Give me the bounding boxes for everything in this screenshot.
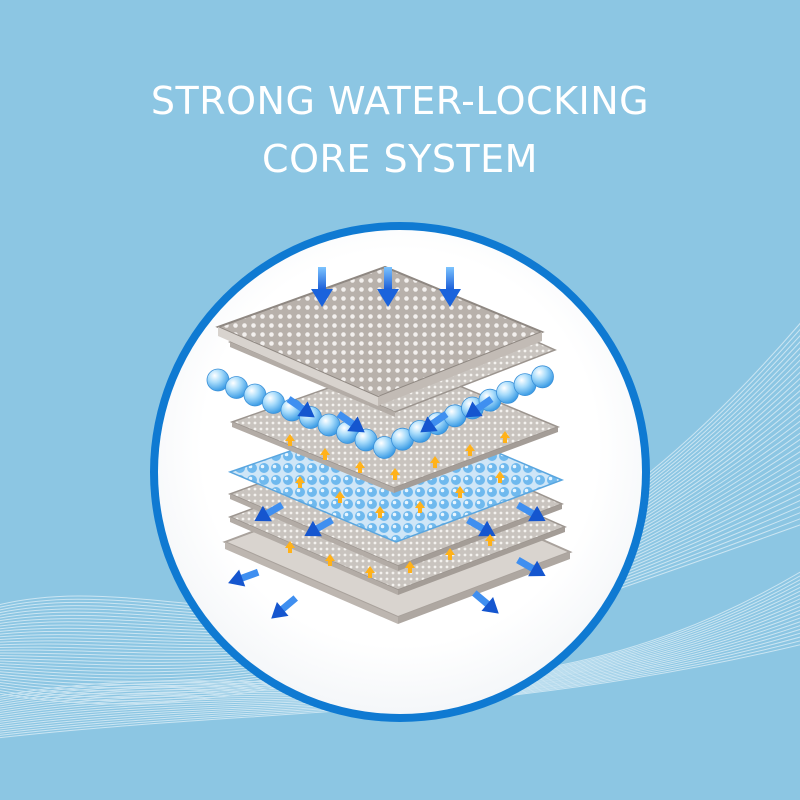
lock-arrow: [485, 534, 495, 546]
lock-arrow: [390, 468, 400, 480]
headline-line-1: STRONG WATER-LOCKING: [150, 79, 650, 123]
inflow-arrows: [311, 267, 461, 307]
lock-arrow: [430, 456, 440, 468]
diffusion-arrow: [516, 556, 546, 577]
lock-arrow: [495, 471, 505, 483]
layer-top-sheet: [215, 265, 545, 406]
lock-arrow: [405, 561, 415, 573]
lock-arrows-orange: [285, 431, 510, 578]
lock-arrow: [455, 486, 465, 498]
diffusion-arrow: [466, 516, 496, 537]
diffusion-arrow: [465, 396, 494, 418]
diffusion-arrows: [228, 396, 546, 619]
lock-arrow: [320, 448, 330, 460]
diffusion-arrow: [271, 595, 298, 619]
lock-arrow: [285, 434, 295, 446]
diffusion-arrow: [516, 501, 546, 522]
diffusion-arrow: [472, 590, 499, 614]
diffusion-arrow: [254, 501, 284, 522]
headline-line-2: CORE SYSTEM: [262, 137, 538, 181]
layered-core-illustration: [206, 265, 573, 624]
diffusion-arrow: [286, 396, 315, 418]
lock-arrow: [325, 554, 335, 566]
diffusion-arrow: [336, 411, 365, 433]
diffusion-arrow: [228, 568, 260, 587]
lock-arrow: [375, 506, 385, 518]
diffusion-arrow: [304, 516, 334, 537]
lock-arrow: [295, 476, 305, 488]
lock-arrow: [465, 444, 475, 456]
layer-perforated-middle: [229, 361, 561, 493]
bead: [531, 365, 554, 389]
lock-arrow: [445, 548, 455, 560]
headline: STRONG WATER-LOCKING CORE SYSTEM: [0, 72, 800, 188]
lock-arrow: [285, 541, 295, 553]
lock-arrow: [335, 491, 345, 503]
lock-arrow: [500, 431, 510, 443]
lock-arrow: [365, 566, 375, 578]
diffusion-arrow: [420, 411, 449, 433]
lock-arrow: [415, 501, 425, 513]
lock-arrow: [355, 461, 365, 473]
